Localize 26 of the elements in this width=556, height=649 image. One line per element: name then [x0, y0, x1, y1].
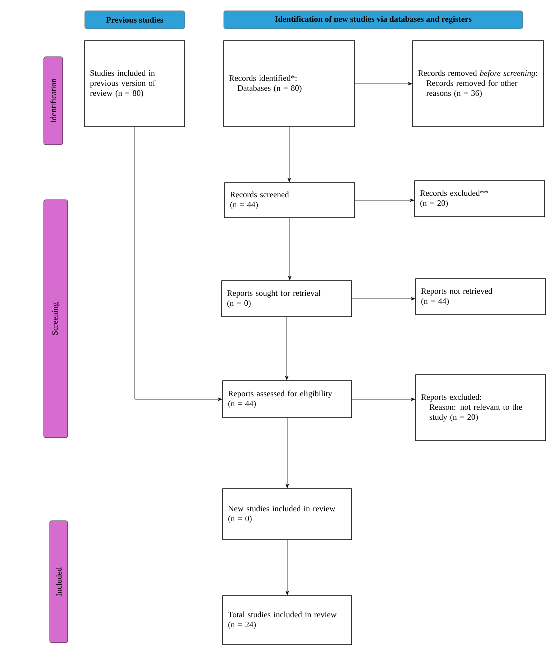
arrow [286, 418, 290, 488]
process-box: Records identified*: Databases (n = 80) [224, 40, 356, 128]
process-box: Reports sought for retrieval (n = 0) [222, 280, 352, 318]
column-header: Previous studies [84, 10, 186, 30]
arrow [352, 297, 416, 301]
process-box: Records screened (n = 44) [224, 182, 356, 218]
process-box: New studies included in review (n = 0) [222, 488, 352, 540]
arrow [355, 198, 414, 202]
arrow [286, 540, 290, 596]
arrow [355, 82, 412, 86]
process-box: Records excluded** (n = 20) [414, 180, 546, 218]
process-box: Reports not retrieved (n = 44) [416, 278, 546, 316]
phase-bar: Identification [44, 56, 64, 146]
column-header: Identification of new studies via databases and registers [224, 10, 524, 30]
phase-bar: Screening [44, 200, 68, 438]
arrow [288, 218, 292, 280]
phase-bar: Included [50, 520, 68, 644]
arrow [285, 317, 289, 380]
process-box: Records removed before screening: Records removed for other reasons (n = 36) [412, 40, 544, 128]
arrow [352, 398, 416, 402]
arrow [288, 127, 292, 182]
process-box: Total studies included in review (n = 24) [222, 596, 352, 646]
arrow [134, 127, 222, 402]
process-box: Reports assessed for eligibility (n = 44) [222, 380, 352, 418]
process-box: Reports excluded: Reason: not relevant to the study (n = 20) [416, 374, 546, 442]
process-box: Studies included in previous version of review (n = 80) [84, 40, 186, 128]
